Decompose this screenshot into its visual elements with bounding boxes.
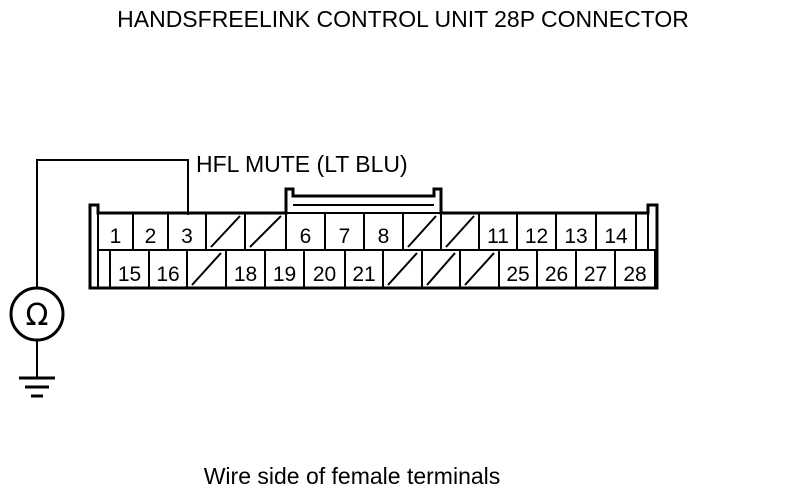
unused-slash <box>407 215 437 248</box>
terminal-11: 11 <box>478 212 518 251</box>
terminal-unused <box>186 249 227 289</box>
unused-slash <box>464 252 495 286</box>
terminal-number: 16 <box>156 263 179 286</box>
terminal-2: 2 <box>132 212 169 251</box>
terminal-unused <box>402 212 442 251</box>
terminal-number: 19 <box>273 263 296 286</box>
terminal-19: 19 <box>264 249 305 289</box>
terminal-12: 12 <box>516 212 557 251</box>
terminal-14: 14 <box>595 212 637 251</box>
terminal-number: 26 <box>545 263 568 286</box>
terminal-unused <box>244 212 287 251</box>
housing-spacer <box>97 249 111 289</box>
terminal-cavity <box>614 249 656 289</box>
terminal-number: 27 <box>584 263 607 286</box>
unused-slash <box>191 252 222 286</box>
terminal-unused <box>205 212 246 251</box>
terminal-6: 6 <box>285 212 326 251</box>
terminal-number: 1 <box>110 225 122 248</box>
terminal-number: 20 <box>313 263 336 286</box>
unused-slash <box>445 215 475 248</box>
terminal-number: 18 <box>234 263 257 286</box>
terminal-16: 16 <box>148 249 188 289</box>
unused-slash <box>387 252 418 286</box>
terminal-number: 21 <box>352 263 375 286</box>
terminal-number: 12 <box>525 225 548 248</box>
terminal-26: 26 <box>536 249 577 289</box>
terminal-number: 8 <box>378 225 390 248</box>
terminal-3: 3 <box>167 212 207 251</box>
terminal-number: 3 <box>181 225 193 248</box>
terminal-unused <box>459 249 500 289</box>
test-wire <box>36 159 189 287</box>
terminal-15: 15 <box>109 249 150 289</box>
terminal-number: 25 <box>506 263 529 286</box>
wire-label: HFL MUTE (LT BLU) <box>196 151 408 177</box>
ohm-symbol: Ω <box>26 298 49 333</box>
terminal-unused <box>440 212 480 251</box>
housing-spacer <box>635 212 649 251</box>
unused-slash <box>249 215 282 248</box>
terminal-unused <box>382 249 423 289</box>
terminal-number: 6 <box>300 225 312 248</box>
unused-slash <box>426 252 456 286</box>
terminal-21: 21 <box>344 249 384 289</box>
terminal-number: 11 <box>487 225 509 248</box>
terminal-1: 1 <box>97 212 134 251</box>
ohmmeter-icon: Ω <box>9 286 65 342</box>
terminal-7: 7 <box>324 212 365 251</box>
terminal-number: 2 <box>145 225 157 248</box>
diagram-caption: Wire side of female terminals <box>204 463 501 489</box>
terminal-27: 27 <box>575 249 616 289</box>
terminal-unused <box>421 249 461 289</box>
terminal-20: 20 <box>303 249 346 289</box>
unused-slash <box>210 215 241 248</box>
terminal-8: 8 <box>363 212 404 251</box>
terminal-25: 25 <box>498 249 538 289</box>
terminal-18: 18 <box>225 249 266 289</box>
terminal-number: 14 <box>604 225 628 248</box>
terminal-28: 28 <box>614 249 656 289</box>
ground-icon <box>19 376 55 398</box>
terminal-number: 7 <box>339 225 351 248</box>
terminal-number: 13 <box>564 225 587 248</box>
terminal-13: 13 <box>555 212 597 251</box>
diagram-title: HANDSFREELINK CONTROL UNIT 28P CONNECTOR <box>117 6 689 32</box>
terminal-number: 15 <box>118 263 141 286</box>
terminal-number: 28 <box>623 263 646 286</box>
connector-bottom-row: 15 16 18 19 20 21 25 26 27 28 <box>97 249 656 289</box>
